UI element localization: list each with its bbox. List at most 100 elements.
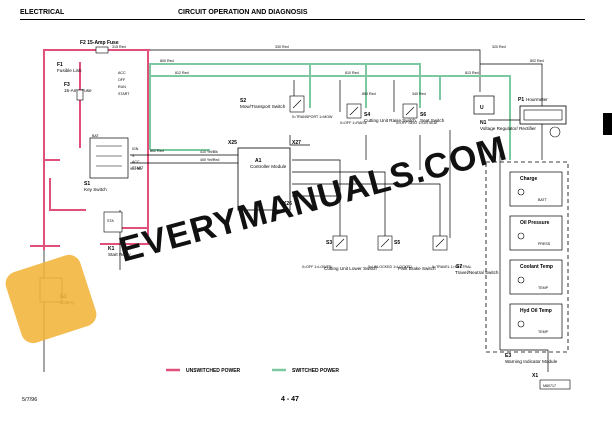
wire-label: 320 Red bbox=[492, 45, 506, 49]
svg-text:ACC: ACC bbox=[118, 71, 126, 75]
wire-label: 901 Blk bbox=[130, 167, 142, 171]
svg-text:S5: S5 bbox=[394, 240, 400, 246]
indicator-tag: TEMP bbox=[538, 286, 549, 290]
voltage-regulator: U N1 Voltage Regulator/ Rectifier bbox=[473, 95, 536, 131]
svg-text:S2: S2 bbox=[240, 98, 246, 104]
indicator-box bbox=[509, 215, 563, 251]
svg-text:IGN: IGN bbox=[132, 147, 139, 151]
wire-label: 340 Red bbox=[412, 92, 426, 96]
indicator-tag: TEMP bbox=[538, 330, 549, 334]
key-switch: S1 Key Switch ACC OFF RUN START IGN BAT … bbox=[84, 71, 144, 192]
fuse-f3-id: F3 bbox=[64, 82, 70, 88]
fuse-f2-symbol bbox=[95, 46, 109, 54]
svg-text:S6: S6 bbox=[420, 112, 426, 118]
svg-text:P1: P1 bbox=[518, 97, 524, 103]
footer-date: 5/7/96 bbox=[22, 397, 38, 403]
section-tab bbox=[603, 113, 612, 135]
svg-text:Hourmeter: Hourmeter bbox=[526, 97, 548, 102]
start-relay: STA K1 Start Relay bbox=[103, 211, 131, 257]
svg-text:START: START bbox=[118, 92, 130, 96]
section-label: ELECTRICAL bbox=[20, 9, 65, 16]
wire-label: 330 Red bbox=[275, 45, 289, 49]
lamp-icon bbox=[517, 232, 525, 240]
svg-text:0=TRANSPORT 1=MOW: 0=TRANSPORT 1=MOW bbox=[292, 115, 333, 119]
indicator-box bbox=[509, 171, 563, 207]
wire-label: 802 Red bbox=[530, 59, 544, 63]
mow-transport-switch: S2 Mow/Transport Switch 0=TRANSPORT 1=MO… bbox=[240, 95, 333, 119]
fuse-f3-symbol bbox=[76, 89, 84, 101]
cutting-unit-lower-switch: S3 0=OFF 1=LOWER Cutting Unit Lower Swit… bbox=[302, 235, 377, 271]
lamp-icon bbox=[517, 188, 525, 196]
e3-id: E3 bbox=[505, 353, 511, 359]
hourmeter: P1 Hourmeter bbox=[518, 97, 567, 138]
legend: UNSWITCHED POWER SWITCHED POWER bbox=[166, 368, 339, 374]
svg-text:STA: STA bbox=[107, 219, 114, 223]
travel-neutral-switch: S7 0=TRAVEL 1=NEUTRAL Travel/Neutral Swi… bbox=[432, 235, 499, 275]
warning-indicator-module bbox=[485, 161, 569, 353]
wire-label: 850 Red bbox=[362, 92, 376, 96]
svg-text:S: S bbox=[132, 154, 135, 158]
svg-text:Start Relay: Start Relay bbox=[108, 252, 131, 257]
indicator-title: Oil Pressure bbox=[520, 220, 550, 226]
svg-text:Controller Module: Controller Module bbox=[250, 164, 287, 169]
wire-label: 410 Yel/Blk bbox=[200, 150, 218, 154]
svg-text:Park Brake Switch: Park Brake Switch bbox=[398, 266, 436, 271]
indicator-tag: PRESS bbox=[538, 242, 551, 246]
svg-text:Mow/Transport Switch: Mow/Transport Switch bbox=[240, 104, 286, 109]
svg-text:0=OFF SEAT 1=ON SEAT: 0=OFF SEAT 1=ON SEAT bbox=[396, 121, 439, 125]
unswitched-wiring bbox=[30, 49, 150, 250]
svg-text:X27: X27 bbox=[292, 140, 301, 146]
svg-text:0=OFF 1=RAISE: 0=OFF 1=RAISE bbox=[340, 121, 368, 125]
e3-name: Warning Indicator Module bbox=[505, 359, 558, 364]
indicator-box bbox=[509, 259, 563, 295]
svg-text:A1: A1 bbox=[255, 158, 262, 164]
svg-text:0=TRAVEL 1=NEUTRAL: 0=TRAVEL 1=NEUTRAL bbox=[432, 265, 472, 269]
fuse-f2-label: F2 15-Amp Fuse bbox=[80, 40, 119, 46]
x1-label: X1 bbox=[532, 373, 538, 379]
svg-text:Voltage Regulator/ Rectifier: Voltage Regulator/ Rectifier bbox=[480, 126, 536, 131]
svg-text:S1: S1 bbox=[84, 181, 90, 187]
svg-text:X26: X26 bbox=[283, 201, 292, 207]
svg-text:Travel/Neutral Switch: Travel/Neutral Switch bbox=[455, 270, 499, 275]
indicator-tag: BATT bbox=[538, 198, 548, 202]
svg-text:Key Switch: Key Switch bbox=[84, 187, 107, 192]
cutting-unit-raise-switch: S4 Cutting Unit Raise Switch 0=OFF 1=RAI… bbox=[340, 103, 416, 125]
svg-text:X25: X25 bbox=[228, 140, 237, 146]
park-brake-switch: S5 0=UNLOCKED 1=LOCKED Park Brake Switch bbox=[368, 235, 436, 271]
indicator-box bbox=[509, 303, 563, 339]
svg-text:K1: K1 bbox=[108, 246, 115, 252]
svg-text:S3: S3 bbox=[326, 240, 332, 246]
svg-text:START: START bbox=[132, 166, 144, 170]
indicator-title: Hyd Oil Temp bbox=[520, 308, 552, 314]
indicator-title: Coolant Temp bbox=[520, 264, 553, 270]
page-title: CIRCUIT OPERATION AND DIAGNOSIS bbox=[178, 9, 308, 16]
legend-unswitched: UNSWITCHED POWER bbox=[186, 368, 241, 374]
svg-text:Cutting Unit Raise Switch: Cutting Unit Raise Switch bbox=[364, 118, 416, 123]
header-rule bbox=[20, 19, 585, 20]
wire-label: 400 Yel/Red bbox=[200, 158, 219, 162]
wire-label: 800 Red bbox=[160, 59, 174, 63]
svg-text:0=UNLOCKED 1=LOCKED: 0=UNLOCKED 1=LOCKED bbox=[368, 265, 412, 269]
seat-switch: S6 Seat Switch 0=OFF SEAT 1=ON SEAT bbox=[396, 103, 445, 125]
svg-text:S7: S7 bbox=[456, 264, 462, 270]
wire-label: 813 Red bbox=[465, 71, 479, 75]
wire-label: 315 Red bbox=[112, 45, 126, 49]
svg-text:Cutting Unit Lower Switch: Cutting Unit Lower Switch bbox=[324, 266, 377, 271]
svg-text:RUN: RUN bbox=[118, 85, 126, 89]
svg-text:ACC: ACC bbox=[132, 160, 140, 164]
lamp-icon bbox=[517, 276, 525, 284]
svg-text:Seat Switch: Seat Switch bbox=[420, 118, 445, 123]
indicator-title: Charge bbox=[520, 176, 537, 182]
lamp-icon bbox=[517, 320, 525, 328]
fuse-f1-name: Fusible Link bbox=[57, 68, 82, 73]
svg-text:U: U bbox=[480, 105, 484, 111]
figure-ref: M80717 bbox=[543, 384, 556, 388]
svg-text:S4: S4 bbox=[364, 112, 370, 118]
wire-label: 812 Red bbox=[175, 71, 189, 75]
wire-label: 802 Red bbox=[150, 149, 164, 153]
legend-switched: SWITCHED POWER bbox=[292, 368, 339, 374]
svg-text:BAT: BAT bbox=[92, 134, 100, 138]
